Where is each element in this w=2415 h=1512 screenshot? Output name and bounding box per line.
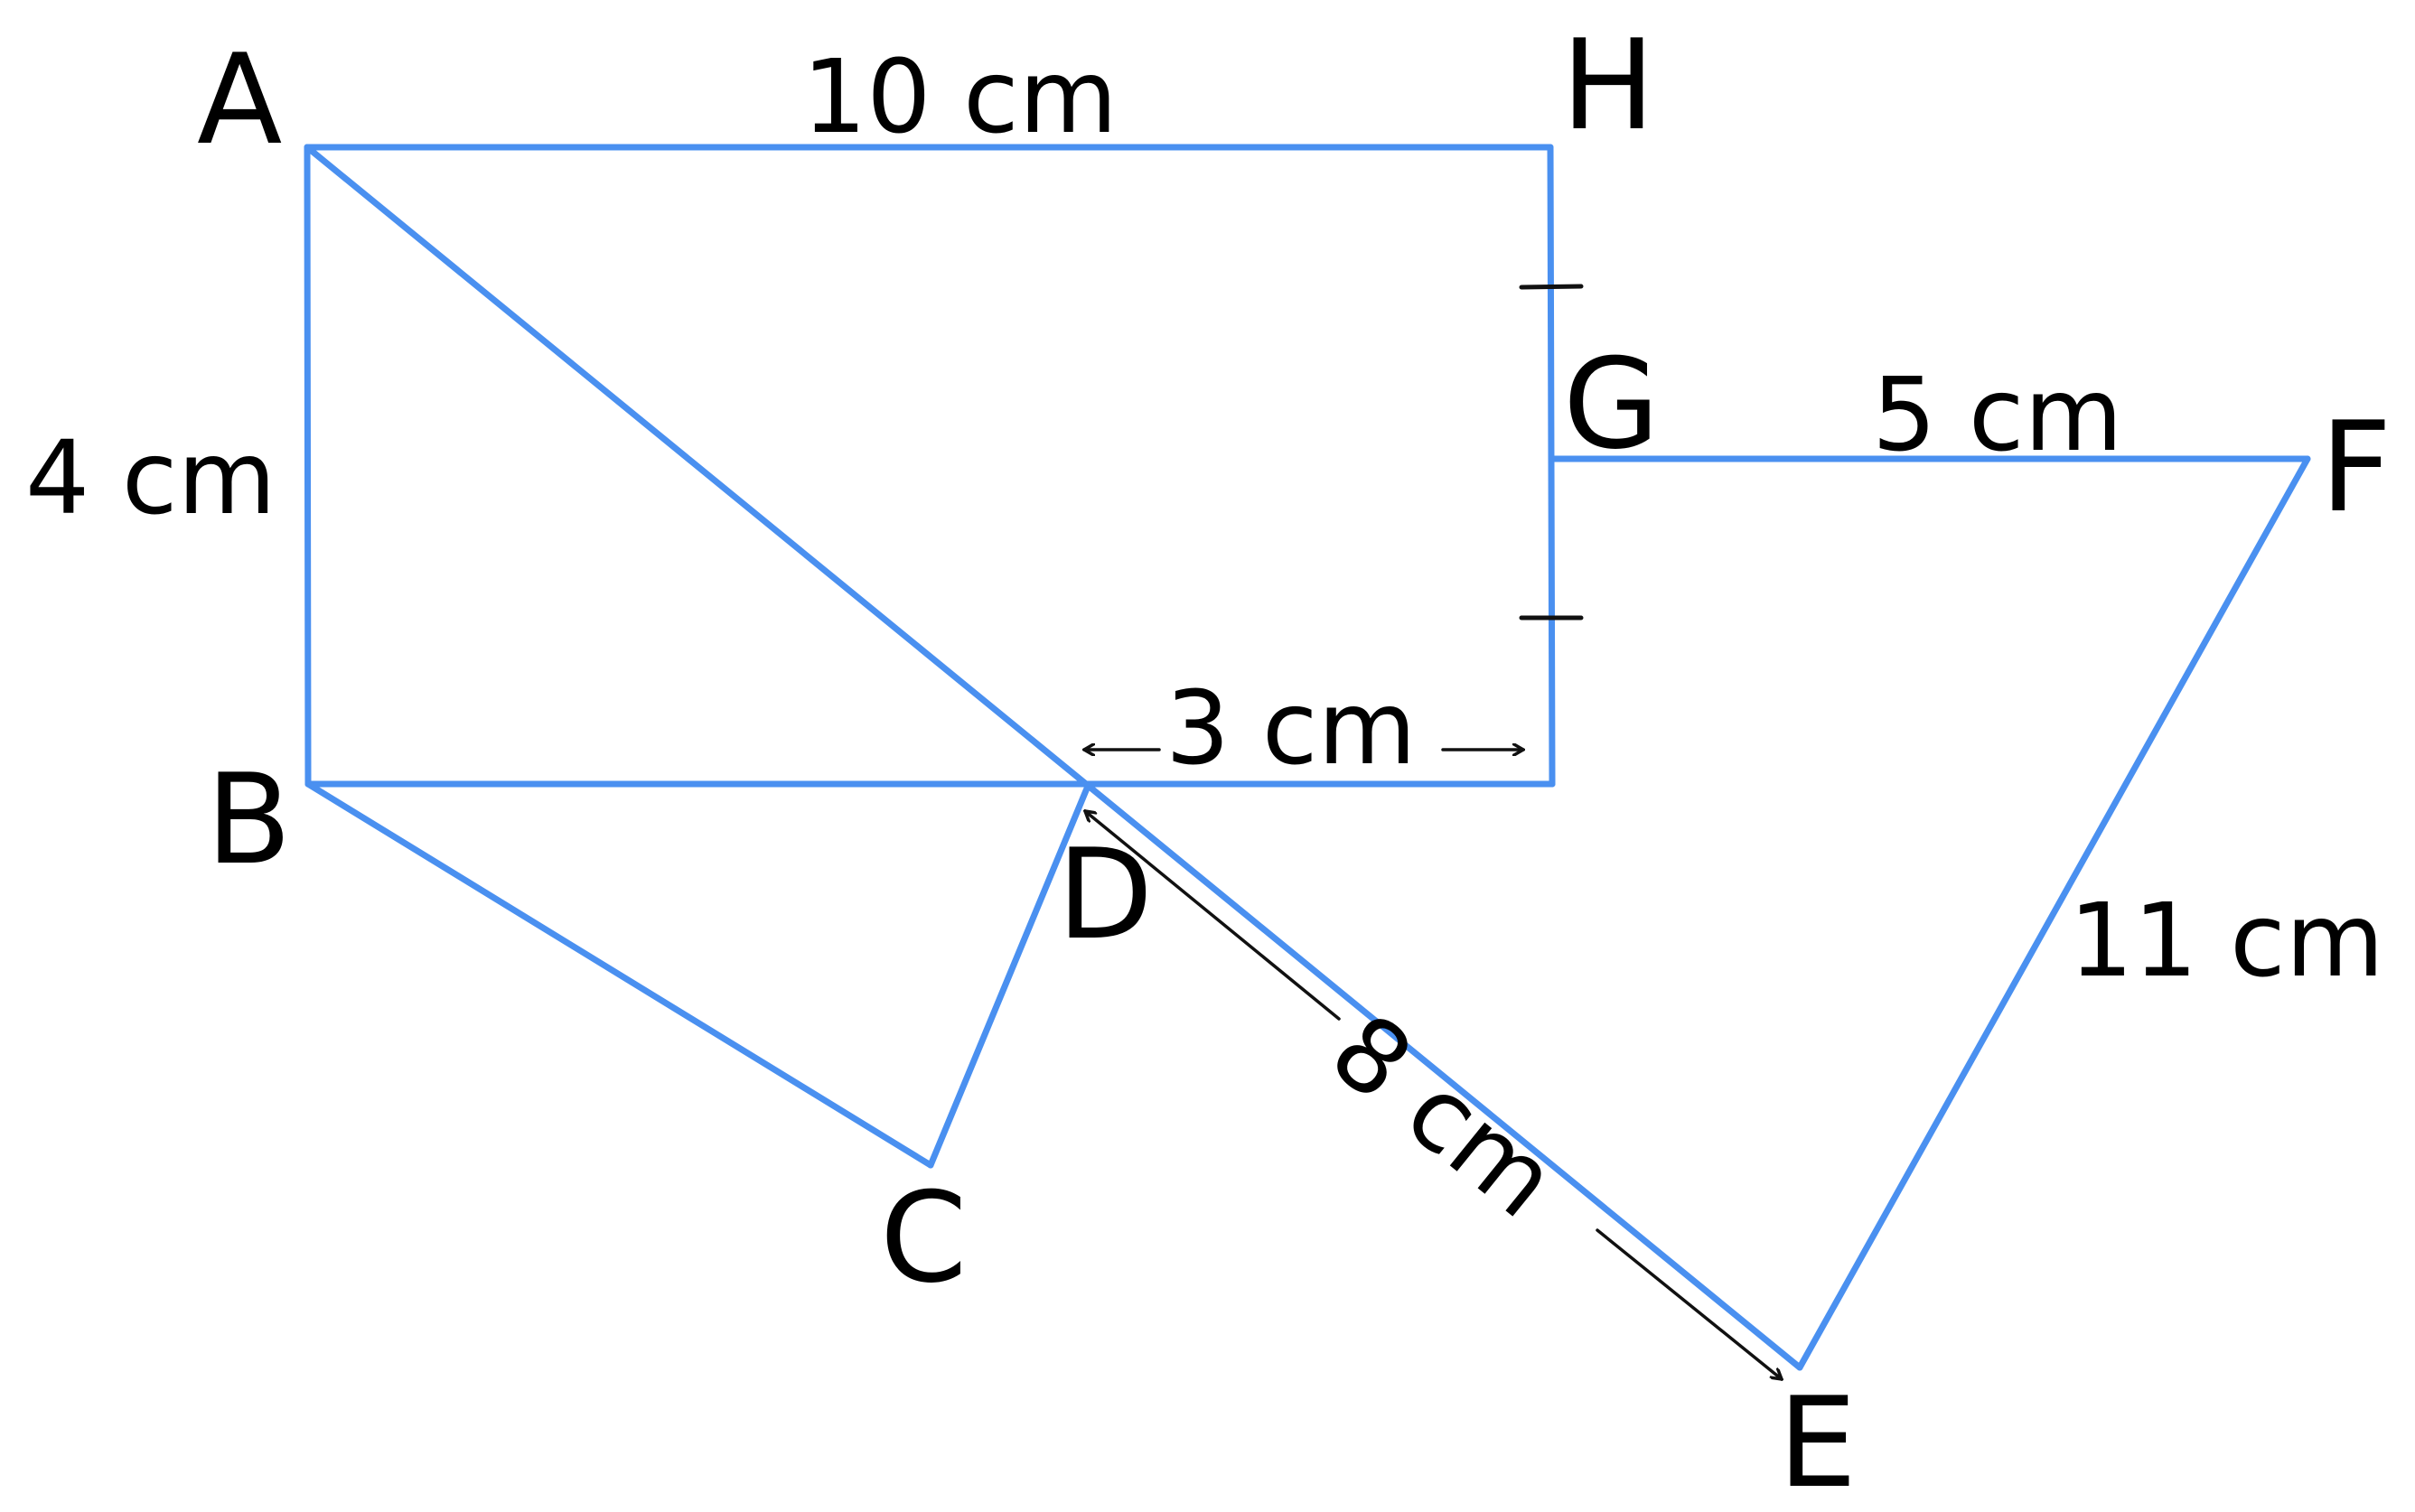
vertex-label-A: A <box>197 27 282 173</box>
dim-arrow-8cm-lower <box>1596 1228 1782 1379</box>
measurement-DH: 3 cm <box>1165 670 1417 788</box>
vertex-label-H: H <box>1561 13 1655 158</box>
vertex-label-C: C <box>880 1165 967 1311</box>
measurement-DE: 8 cm <box>1309 992 1578 1241</box>
edge-FE <box>1796 455 2311 1371</box>
vertex-label-F: F <box>2320 395 2392 540</box>
dim-arrow-8cm-upper <box>1085 811 1341 1021</box>
measurement-AH: 10 cm <box>802 39 1118 156</box>
vertex-label-E: E <box>1778 1370 1857 1512</box>
measurement-EF: 11 cm <box>2069 882 2384 1000</box>
vertex-label-D: D <box>1057 822 1153 967</box>
vertex-label-B: B <box>206 747 292 892</box>
tick-mark-upper <box>1519 284 1584 290</box>
edge-CD <box>927 780 1092 1169</box>
edge-BC <box>304 780 934 1169</box>
edge-H-bottom <box>1547 144 1556 788</box>
edge-AB <box>304 144 312 788</box>
measurement-AB: 4 cm <box>25 420 276 537</box>
measurement-GF: 5 cm <box>1872 357 2123 474</box>
vertex-label-G: G <box>1563 331 1660 477</box>
edge-AE <box>304 144 1803 1371</box>
